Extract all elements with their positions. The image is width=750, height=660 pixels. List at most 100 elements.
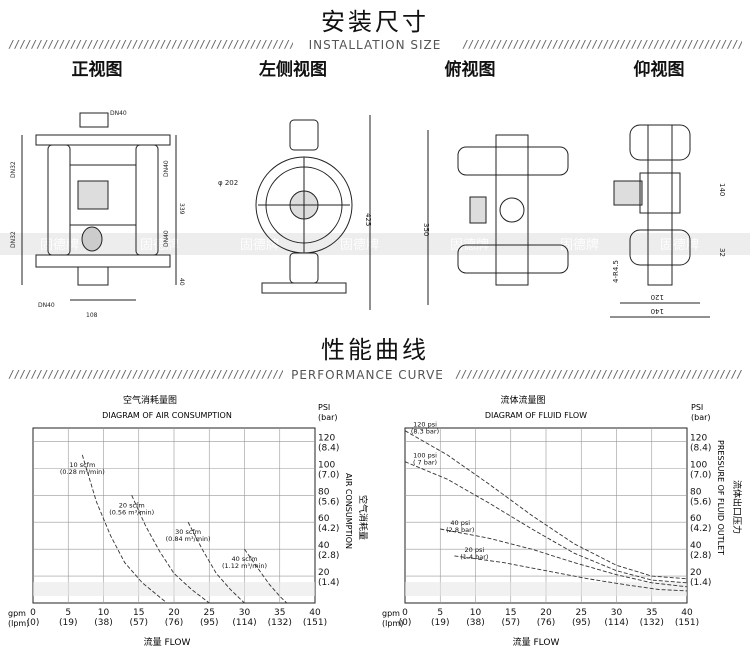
divider-right: ////////////////////////////////////////… (462, 38, 742, 51)
dim-front-dn32-a: DN32 (10, 161, 17, 178)
air-x-tick-lpm: (95) (200, 618, 218, 628)
air-x-tick-lpm: (151) (303, 618, 327, 628)
air-x-tick-gpm: 25 (204, 608, 215, 618)
front-view-drawing (21, 112, 177, 301)
air-watermark-band (33, 582, 315, 597)
air-chart-title-cn: 空气消耗量图 (123, 394, 177, 406)
fluid-x-tick-gpm: 20 (540, 608, 552, 618)
fluid-x-tick-gpm: 5 (437, 608, 443, 618)
fluid-x-tick-lpm: (114) (604, 618, 628, 628)
fluid-y-unit-bar: (bar) (691, 413, 711, 422)
air-ylabel-cn: 空气消耗量 (357, 495, 369, 540)
bottom-view-drawing (610, 124, 710, 318)
air-x-tick-gpm: 40 (309, 608, 321, 618)
watermark-7: 固德牌 (660, 237, 699, 253)
divider-left: ////////////////////////////////////////… (8, 38, 293, 51)
fluid-series-sublabel-2: (2.8 bar) (446, 526, 474, 534)
fluid-y-tick-bar: (5.6) (690, 497, 711, 507)
dim-front-dn40-top: DN40 (110, 110, 127, 117)
install-subtitle: INSTALLATION SIZE (308, 38, 442, 52)
dim-front-dn40-a: DN40 (163, 160, 170, 177)
air-x-tick-lpm: (19) (59, 618, 77, 628)
fluid-y-tick-psi: 120 (690, 433, 707, 443)
air-y-tick-bar: (8.4) (318, 443, 339, 453)
performance-title: 性能曲线 (321, 336, 429, 364)
air-series-sublabel-0: (0.28 m³/min) (60, 468, 105, 476)
fluid-x-tick-gpm: 30 (611, 608, 623, 618)
air-xlabel: 流量 FLOW (144, 636, 191, 648)
dim-bottom-140b: 140 (651, 307, 664, 315)
air-series-line-0 (81, 454, 168, 604)
air-series-line-3 (244, 548, 288, 604)
performance-subtitle: PERFORMANCE CURVE (291, 368, 444, 382)
air-series-sublabel-1: (0.56 m³/min) (109, 508, 154, 516)
air-x-tick-gpm: 20 (168, 608, 180, 618)
perf-divider-left: ////////////////////////////////////////… (8, 368, 283, 381)
air-series-label-1: 20 scfm (119, 501, 145, 509)
air-y-tick-bar: (1.4) (318, 578, 339, 588)
air-x-tick-gpm: 10 (98, 608, 110, 618)
air-x-tick-gpm: 35 (274, 608, 285, 618)
fluid-x-tick-gpm: 40 (681, 608, 693, 618)
fluid-x-tick-lpm: (38) (466, 618, 484, 628)
air-x-tick-lpm: (114) (232, 618, 256, 628)
fluid-series-sublabel-3: (1.4 bar) (460, 553, 488, 561)
fluid-ylabel-en: PRESSURE OF FLUID OUTLET (716, 440, 725, 555)
fluid-series-line-3 (454, 555, 688, 592)
dim-bottom-32: 32 (718, 248, 726, 257)
fluid-ylabel-cn: 流体出口压力 (731, 480, 743, 534)
fluid-series-label-1: 100 psi (413, 452, 437, 460)
dim-front-339: 339 (178, 203, 185, 215)
air-series-label-3: 40 scfm (232, 555, 258, 563)
air-series-label-0: 10 scfm (69, 461, 95, 469)
front-view-dims: DN40 DN32 DN40 DN32 DN40 339 40 DN40 108 (10, 110, 185, 319)
fluid-series-sublabel-0: (8.3 bar) (411, 428, 439, 436)
air-x-tick-gpm: 0 (30, 608, 36, 618)
air-y-tick-psi: 20 (318, 568, 330, 578)
view-label-front: 正视图 (71, 60, 123, 80)
performance-charts: 空气消耗量图 DIAGRAM OF AIR CONSUMPTION PSI (b… (8, 394, 743, 648)
air-y-tick-psi: 80 (318, 487, 330, 497)
air-x-row-gpm: gpm (8, 609, 26, 618)
fluid-y-tick-psi: 60 (690, 514, 702, 524)
air-x-row-lpm: (lpm) (8, 619, 29, 628)
dim-side-phi: φ 202 (218, 179, 238, 187)
fluid-series-line-0 (404, 430, 688, 580)
air-y-tick-psi: 40 (318, 541, 330, 551)
air-y-unit-psi: PSI (318, 403, 330, 412)
air-y-tick-psi: 120 (318, 433, 335, 443)
fluid-y-tick-bar: (2.8) (690, 551, 711, 561)
view-label-left-side: 左侧视图 (259, 60, 327, 80)
air-series-sublabel-2: (0.84 m³/min) (166, 535, 211, 543)
air-y-tick-bar: (2.8) (318, 551, 339, 561)
dim-front-108: 108 (86, 312, 98, 319)
fluid-y-tick-psi: 40 (690, 541, 702, 551)
air-y-tick-bar: (4.2) (318, 524, 339, 534)
fluid-x-tick-lpm: (76) (537, 618, 555, 628)
fluid-y-tick-psi: 80 (690, 487, 702, 497)
air-series-label-2: 30 scfm (175, 528, 201, 536)
air-x-tick-gpm: 15 (133, 608, 144, 618)
fluid-y-unit-psi: PSI (691, 403, 703, 412)
air-y-tick-psi: 60 (318, 514, 330, 524)
fluid-watermark-band (405, 582, 687, 597)
fluid-x-row-lpm: (lpm) (382, 619, 403, 628)
dim-front-dn40-b: DN40 (163, 230, 170, 247)
air-chart-title: DIAGRAM OF AIR CONSUMPTION (102, 411, 232, 420)
view-label-bottom: 仰视图 (633, 60, 685, 80)
view-label-top: 俯视图 (444, 60, 496, 80)
air-y-tick-bar: (7.0) (318, 470, 339, 480)
fluid-chart-title-cn: 流体流量图 (500, 394, 545, 406)
install-title: 安装尺寸 (321, 8, 429, 36)
air-y-tick-bar: (5.6) (318, 497, 339, 507)
fluid-x-tick-lpm: (151) (675, 618, 699, 628)
fluid-x-tick-lpm: (95) (572, 618, 590, 628)
watermark-band (0, 233, 750, 255)
dim-front-dn32-b: DN32 (10, 231, 17, 248)
air-y-tick-psi: 100 (318, 460, 335, 470)
air-x-tick-lpm: (76) (165, 618, 183, 628)
air-ylabel-en: AIR CONSUMPTION (344, 473, 353, 549)
fluid-x-tick-lpm: (0) (399, 618, 412, 628)
watermark-1: 固德牌 (40, 237, 79, 253)
fluid-x-tick-gpm: 25 (576, 608, 587, 618)
